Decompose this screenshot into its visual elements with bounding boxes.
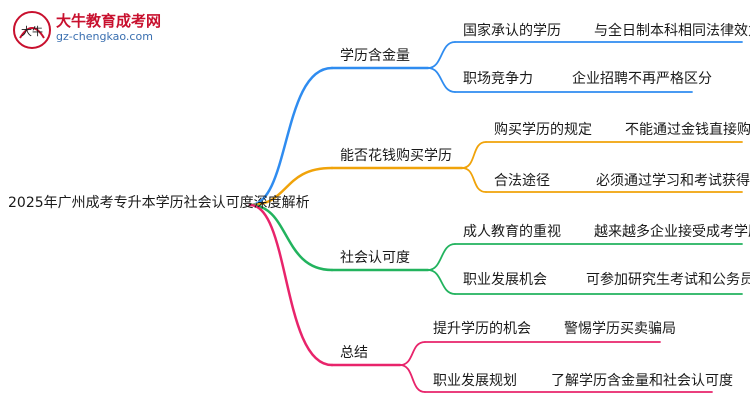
root-node: 2025年广州成考专升本学历社会认可度深度解析 bbox=[8, 195, 310, 211]
leaf-cannot-buy: 不能通过金钱直接购买 bbox=[625, 122, 750, 138]
logo-title: 大牛教育成考网 bbox=[56, 12, 162, 30]
node-purchase-rules: 购买学历的规定 bbox=[494, 122, 592, 138]
child-connector bbox=[399, 341, 426, 366]
child-connector bbox=[399, 364, 426, 393]
branch-connector bbox=[248, 166, 334, 207]
child-connector bbox=[427, 243, 456, 271]
branch-label-recognition: 社会认可度 bbox=[340, 250, 410, 266]
leaf-study-and-exam: 必须通过学习和考试获得 bbox=[596, 173, 750, 189]
child-connector bbox=[461, 141, 487, 169]
leaf-beware-scams: 警惕学历买卖骗局 bbox=[564, 321, 676, 337]
node-upgrade-opportunity: 提升学历的机会 bbox=[433, 321, 531, 337]
leaf-no-strict-distinction: 企业招聘不再严格区分 bbox=[572, 71, 712, 87]
branch-connector bbox=[248, 203, 334, 367]
node-national-recognition: 国家承认的学历 bbox=[463, 23, 561, 39]
branch-label-value: 学历含金量 bbox=[340, 48, 410, 64]
branch-connector bbox=[248, 66, 334, 207]
branch-connector bbox=[248, 203, 334, 272]
logo-badge-icon: 大牛 bbox=[13, 11, 51, 49]
leaf-same-legal-effect: 与全日制本科相同法律效力 bbox=[594, 23, 750, 39]
branch-label-purchase: 能否花钱购买学历 bbox=[340, 148, 452, 164]
child-connector bbox=[427, 67, 456, 93]
leaf-understand-value: 了解学历含金量和社会认可度 bbox=[551, 373, 733, 389]
logo-badge-text: 大牛 bbox=[21, 24, 43, 38]
leaf-more-companies: 越来越多企业接受成考学历 bbox=[594, 224, 750, 240]
child-connector bbox=[427, 269, 456, 295]
node-career-competitiveness: 职场竞争力 bbox=[463, 71, 533, 87]
branch-label-summary: 总结 bbox=[340, 345, 368, 361]
child-connector bbox=[461, 167, 487, 193]
site-logo[interactable]: 大牛 大牛教育成考网 gz-chengkao.com bbox=[10, 6, 162, 50]
leaf-grad-and-civil-exams: 可参加研究生考试和公务员考试 bbox=[586, 272, 750, 288]
node-career-opportunity: 职业发展机会 bbox=[463, 272, 547, 288]
node-career-planning: 职业发展规划 bbox=[433, 373, 517, 389]
child-connector bbox=[427, 41, 456, 69]
node-legal-path: 合法途径 bbox=[494, 173, 550, 189]
logo-url: gz-chengkao.com bbox=[56, 30, 153, 43]
node-adult-education: 成人教育的重视 bbox=[463, 224, 561, 240]
